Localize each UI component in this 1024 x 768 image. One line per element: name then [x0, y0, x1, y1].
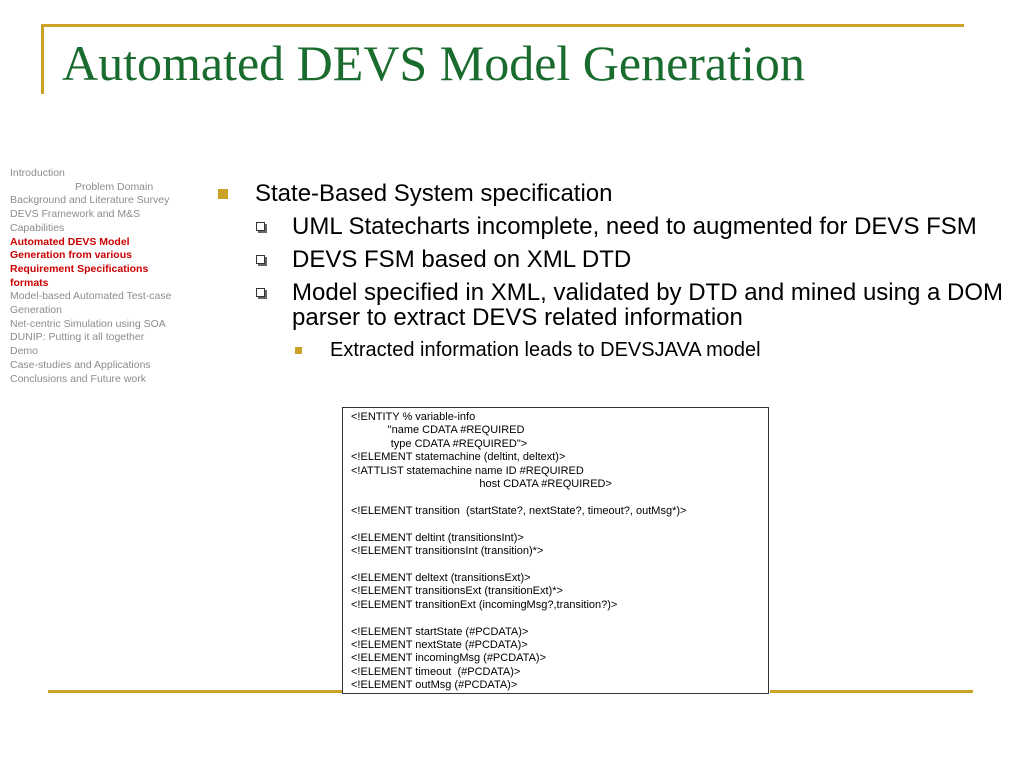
code-line: <!ELEMENT timeout (#PCDATA)>	[351, 665, 521, 678]
sidebar-item[interactable]: Model-based Automated Test-case	[10, 290, 172, 303]
footer-rule-right	[770, 690, 973, 693]
code-line: <!ELEMENT deltext (transitionsExt)>	[351, 571, 531, 584]
dtd-code-box: <!ENTITY % variable-info "name CDATA #RE…	[342, 407, 769, 694]
sidebar-item[interactable]: Demo	[10, 345, 39, 358]
sidebar-item[interactable]: DUNIP: Putting it all together	[10, 331, 145, 344]
sidebar-item[interactable]: Problem Domain	[75, 180, 154, 193]
bullet-level2: DEVS FSM based on XML DTD	[215, 247, 1017, 272]
bullet-text: DEVS FSM based on XML DTD	[292, 246, 632, 273]
sidebar-item-current[interactable]: formats	[10, 276, 49, 289]
code-line: <!ELEMENT transition (startState?, nextS…	[351, 504, 687, 517]
bullet-level1: State-Based System specification	[215, 180, 1015, 208]
bullet-text: Model specified in XML, validated by DTD…	[292, 279, 1003, 331]
title-frame-top-rule	[41, 24, 964, 27]
bullet-level2: UML Statecharts incomplete, need to augm…	[215, 214, 1017, 239]
sidebar-item-current[interactable]: Generation from various	[10, 249, 132, 262]
code-line: <!ELEMENT incomingMsg (#PCDATA)>	[351, 652, 547, 665]
code-line: <!ELEMENT deltint (transitionsInt)>	[351, 531, 524, 544]
code-line: <!ELEMENT transitionExt (incomingMsg?,tr…	[351, 598, 618, 611]
dtd-code: <!ENTITY % variable-info "name CDATA #RE…	[351, 411, 768, 693]
code-line: <!ELEMENT statemachine (deltint, deltext…	[351, 451, 566, 464]
sidebar-item-current[interactable]: Automated DEVS Model	[10, 235, 130, 248]
sidebar-item[interactable]: Introduction	[10, 167, 65, 179]
square-bullet-icon	[218, 189, 228, 199]
bullet-level3: Extracted information leads to DEVSJAVA …	[215, 338, 1015, 362]
code-line: <!ELEMENT transitionsInt (transition)*>	[351, 545, 544, 558]
hollow-square-bullet-icon	[256, 255, 265, 264]
footer-rule-left	[48, 690, 342, 693]
sidebar-item[interactable]: Background and Literature Survey	[10, 194, 170, 207]
code-line: <!ATTLIST statemachine name ID #REQUIRED	[351, 464, 584, 477]
code-line: <!ELEMENT startState (#PCDATA)>	[351, 625, 529, 638]
title-frame-left-rule	[41, 24, 44, 94]
code-line: <!ELEMENT nextState (#PCDATA)>	[351, 638, 528, 651]
sidebar-item[interactable]: Generation	[10, 304, 62, 317]
sidebar-item[interactable]: DEVS Framework and M&S	[10, 208, 141, 221]
bullet-text: Extracted information leads to DEVSJAVA …	[330, 339, 761, 361]
code-line: <!ELEMENT transitionsExt (transitionExt)…	[351, 585, 563, 598]
slide-title: Automated DEVS Model Generation	[62, 35, 805, 91]
sidebar-item[interactable]: Conclusions and Future work	[10, 372, 146, 385]
agenda-sidebar: Introduction Problem Domain Background a…	[10, 167, 195, 386]
sidebar-item[interactable]: Net-centric Simulation using SOA	[10, 317, 166, 330]
code-line: host CDATA #REQUIRED>	[351, 478, 612, 491]
sidebar-item-current[interactable]: Requirement Specifications	[10, 262, 149, 275]
hollow-square-bullet-icon	[256, 288, 265, 297]
code-line: <!ELEMENT outMsg (#PCDATA)>	[351, 679, 518, 692]
code-line: <!ENTITY % variable-info	[351, 411, 476, 423]
sidebar-item[interactable]: Capabilities	[10, 221, 65, 234]
slide-content: State-Based System specification UML Sta…	[215, 180, 1015, 362]
sidebar-item[interactable]: Case-studies and Applications	[10, 358, 151, 371]
bullet-text: UML Statecharts incomplete, need to augm…	[292, 213, 977, 240]
hollow-square-bullet-icon	[256, 222, 265, 231]
bullet-level2: Model specified in XML, validated by DTD…	[215, 280, 1017, 330]
bullet-text: State-Based System specification	[255, 180, 613, 207]
code-line: type CDATA #REQUIRED">	[351, 437, 528, 450]
square-bullet-icon	[295, 347, 302, 354]
code-line: "name CDATA #REQUIRED	[351, 424, 525, 437]
